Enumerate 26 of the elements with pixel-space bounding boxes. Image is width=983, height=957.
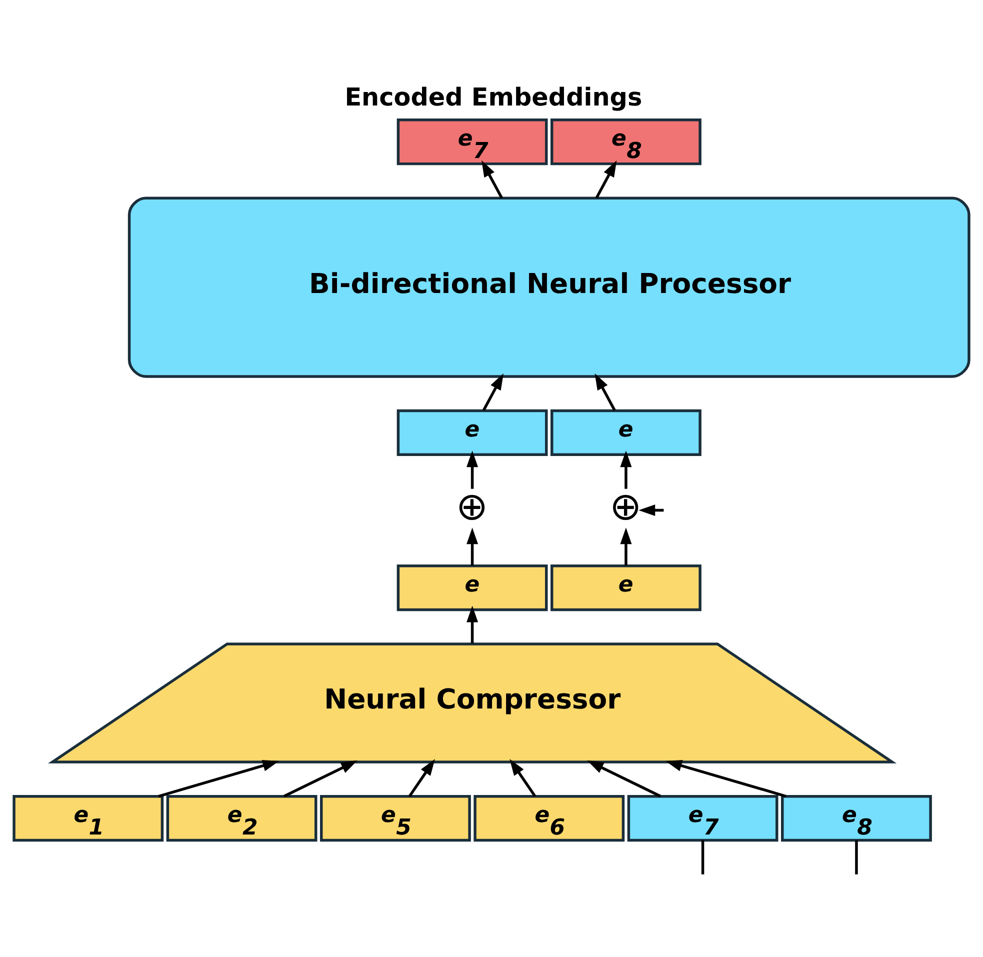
diagram-title: Encoded Embeddings: [344, 82, 642, 112]
arrow: [638, 504, 664, 516]
node-text: ⊕: [609, 484, 642, 530]
arrow: [620, 450, 632, 489]
arrow: [466, 528, 478, 566]
arrow: [466, 606, 478, 644]
arrow: [594, 373, 616, 411]
node-box: e: [550, 564, 702, 612]
arrow: [595, 160, 617, 199]
arrow: [408, 759, 435, 798]
arrow: [283, 760, 358, 798]
arrow: [158, 760, 280, 798]
node-box: e: [550, 409, 702, 456]
node-text: ⊕: [456, 484, 488, 530]
connector: [701, 840, 704, 874]
connector: [855, 840, 858, 874]
arrow: [510, 759, 536, 798]
arrow: [620, 528, 632, 566]
arrow: [482, 160, 503, 199]
node-box: e: [396, 564, 548, 612]
node-box: Bi-directional Neural Processor: [128, 196, 970, 378]
arrow: [482, 373, 504, 411]
arrow: [665, 760, 786, 798]
node-box: e: [396, 409, 548, 456]
arrow: [466, 450, 478, 489]
arrow: [587, 760, 662, 798]
